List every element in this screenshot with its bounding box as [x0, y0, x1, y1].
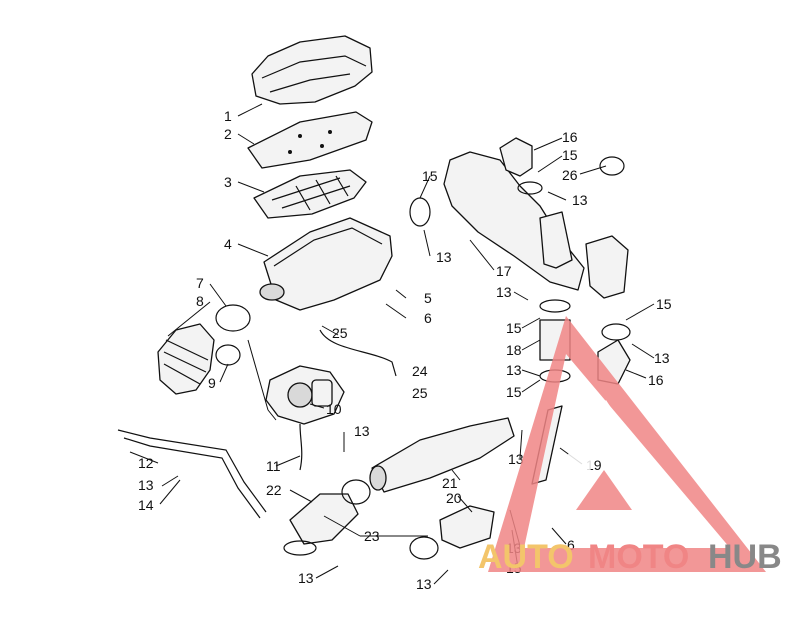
- callout-13-right: 13: [654, 350, 670, 366]
- drain-hose-11: [299, 423, 303, 471]
- vent-hose-24: [319, 329, 397, 377]
- watermark-text: AUTO MOTO HUB: [478, 538, 782, 576]
- silencer-21: [369, 417, 515, 493]
- watermark-hub: HUB: [708, 538, 782, 576]
- watermark-auto: AUTO: [478, 538, 574, 576]
- callout-13-clamp: 13: [416, 576, 432, 592]
- callout-25-upper: 25: [332, 325, 348, 341]
- callout-6-upper: 6: [424, 310, 432, 326]
- carburetor: [265, 365, 345, 425]
- callout-6-lower: 6: [567, 537, 575, 553]
- leader-lines: [129, 103, 655, 585]
- watermark-moto: MOTO: [588, 538, 689, 576]
- callout-15-top: 15: [562, 147, 578, 163]
- callout-16-right: 16: [648, 372, 664, 388]
- callout-24: 24: [412, 363, 428, 379]
- callout-9: 9: [208, 375, 216, 391]
- callout-1: 1: [224, 108, 232, 124]
- clamp-7: [215, 304, 251, 332]
- callout-17: 17: [496, 263, 512, 279]
- clamp-9: [215, 344, 241, 366]
- callout-15-right: 15: [656, 296, 672, 312]
- intake-boot: [157, 323, 215, 395]
- callout-13-silencer: 13: [508, 451, 524, 467]
- callout-22: 22: [266, 482, 282, 498]
- callout-20: 20: [446, 490, 462, 506]
- elbow-16-top: [499, 137, 533, 177]
- callout-8: 8: [196, 293, 204, 309]
- callout-15-coupler-a: 15: [506, 320, 522, 336]
- callout-15-duct: 15: [422, 168, 438, 184]
- callout-15-coupler-b: 15: [506, 384, 522, 400]
- airbox: [259, 217, 393, 311]
- callout-5: 5: [424, 290, 432, 306]
- callout-13-elbow: 13: [298, 570, 314, 586]
- callout-4: 4: [224, 236, 232, 252]
- callout-23: 23: [364, 528, 380, 544]
- callout-13-coupler-b: 13: [506, 362, 522, 378]
- callout-21: 21: [442, 475, 458, 491]
- callout-labels: 1 2 3 4 5 6 6 7 8 9 10 11 12 13 14 13 22…: [138, 108, 672, 592]
- callout-13-carb: 13: [354, 423, 370, 439]
- callout-7: 7: [196, 275, 204, 291]
- callout-25-lower: 25: [412, 385, 428, 401]
- callout-11: 11: [266, 458, 281, 474]
- air-filter-panel: [247, 111, 373, 169]
- airbox-cover: [251, 35, 373, 105]
- callout-2: 2: [224, 126, 232, 142]
- callout-26: 26: [562, 167, 578, 183]
- clamp-26: [599, 156, 625, 176]
- filter-cage: [253, 169, 367, 219]
- callout-14: 14: [138, 497, 154, 513]
- bracket: [117, 429, 267, 519]
- elbow-22: [283, 493, 359, 556]
- callout-13-duct: 13: [436, 249, 452, 265]
- clamp-23: [341, 479, 439, 560]
- callout-10: 10: [326, 401, 342, 417]
- callout-18: 18: [506, 342, 522, 358]
- callout-13-top: 13: [572, 192, 588, 208]
- watermark-logo: [488, 316, 766, 572]
- callout-12: 12: [138, 455, 154, 471]
- snorkel-pipe: [539, 211, 629, 299]
- adapter-20: [439, 505, 495, 549]
- callout-13-bracket: 13: [138, 477, 154, 493]
- callout-13-coupler: 13: [496, 284, 512, 300]
- callout-16-top: 16: [562, 129, 578, 145]
- callout-3: 3: [224, 174, 232, 190]
